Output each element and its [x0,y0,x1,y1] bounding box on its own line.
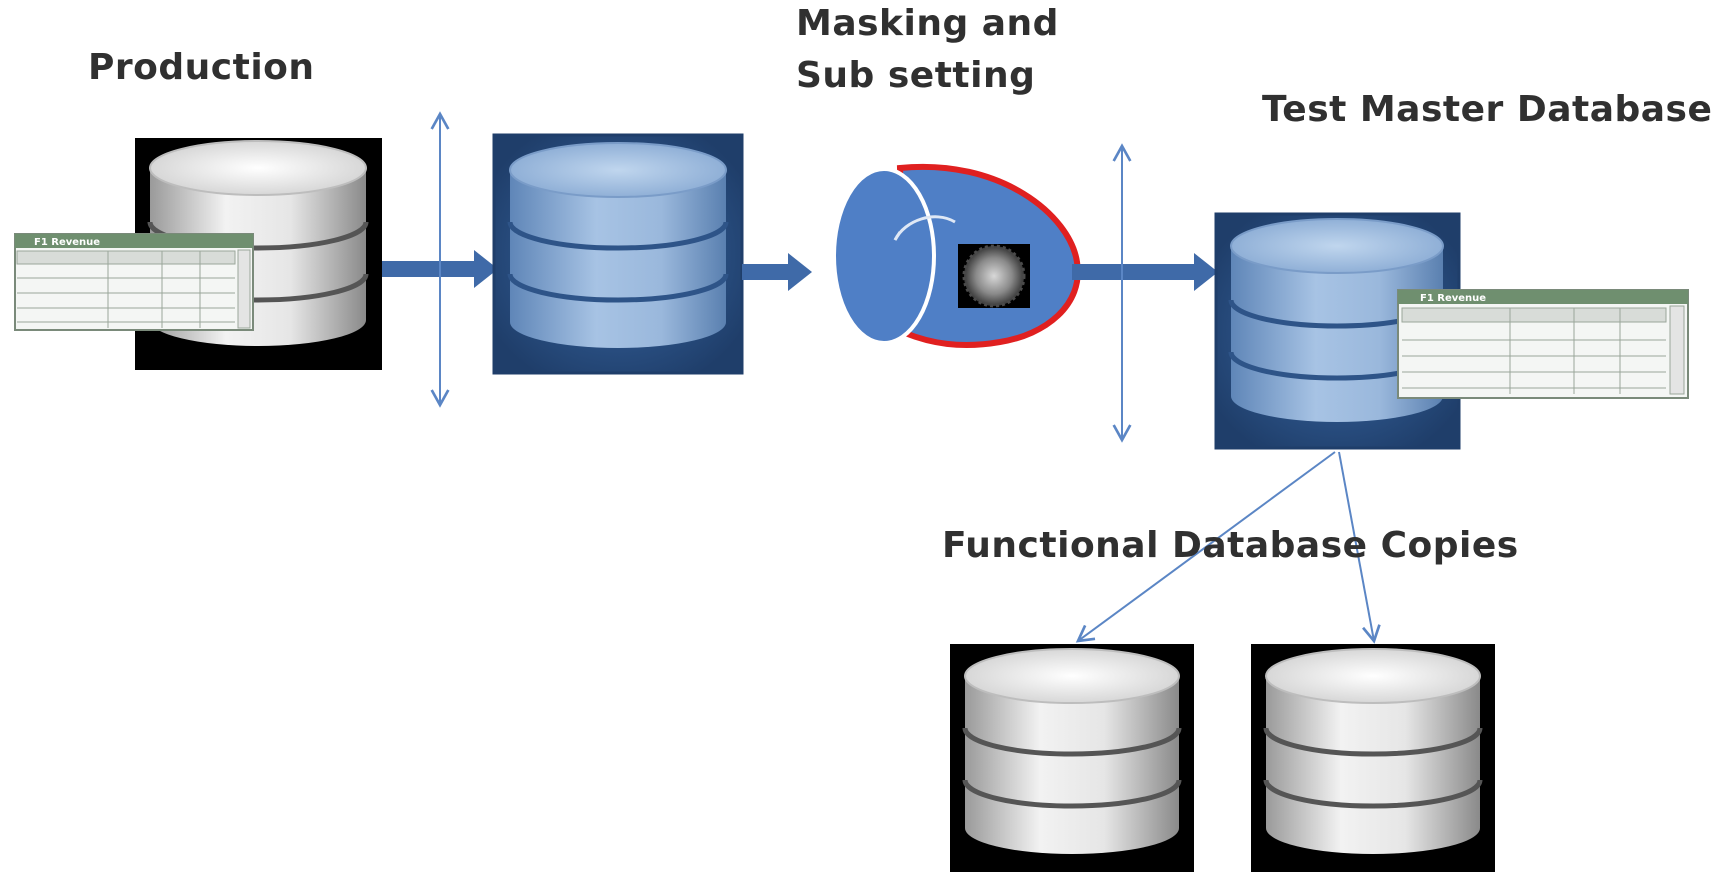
test-master-table-thumbnail: F1 Revenue [1397,289,1689,399]
functional-copies-label: Functional Database Copies [942,525,1519,566]
flow-arrow-2 [742,253,812,291]
functional-copy-database-icon-2 [1251,644,1495,872]
flow-arrow-3 [1072,253,1218,291]
copy-arrow-1 [1075,451,1336,643]
staging-database-icon [492,133,744,375]
production-table-title: F1 Revenue [34,237,100,248]
masking-label-line2: Sub setting [796,55,1036,96]
masking-label-line1: Masking and [796,3,1059,44]
functional-copy-database-icon-1 [950,644,1194,872]
flow-arrow-1 [382,250,498,288]
test-master-table-title: F1 Revenue [1420,293,1486,304]
test-master-label: Test Master Database [1262,89,1713,130]
copy-arrow-2 [1338,451,1381,644]
production-table-thumbnail: F1 Revenue [14,233,254,331]
production-label: Production [88,47,315,88]
masking-icon [832,163,1081,349]
